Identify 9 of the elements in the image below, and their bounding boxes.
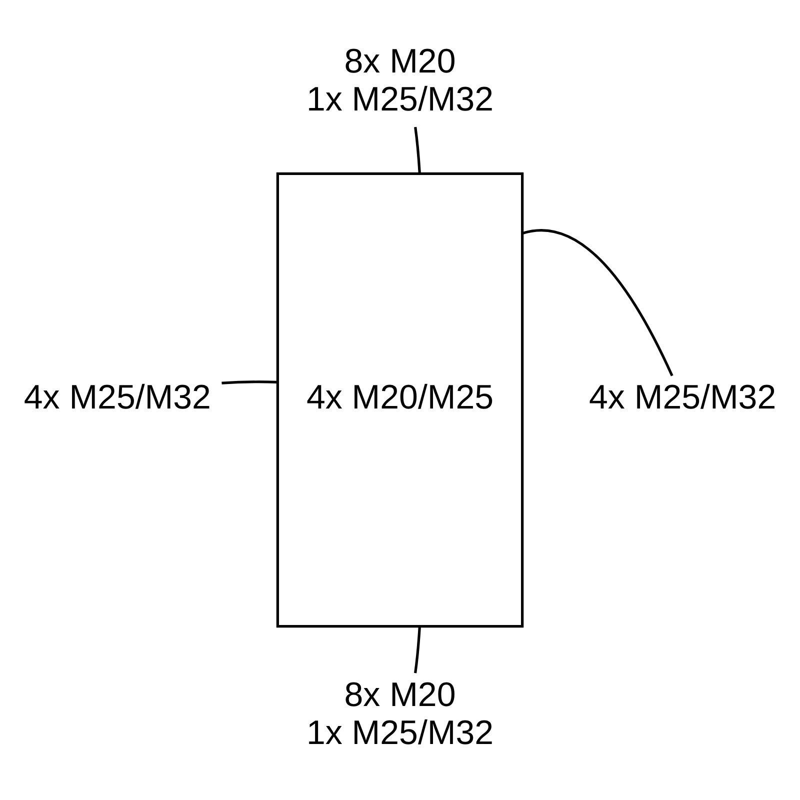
node-box: 4x M20/M25 — [276, 172, 524, 628]
node-text: 4x M25/M32 — [24, 378, 211, 416]
connector — [222, 380, 278, 384]
connector — [414, 126, 421, 174]
connector — [522, 229, 674, 376]
node-text: 4x M25/M32 — [589, 378, 776, 416]
connector — [414, 626, 421, 674]
node-text: 8x M20 1x M25/M32 — [306, 42, 494, 119]
node-text: 8x M20 1x M25/M32 — [306, 676, 494, 752]
